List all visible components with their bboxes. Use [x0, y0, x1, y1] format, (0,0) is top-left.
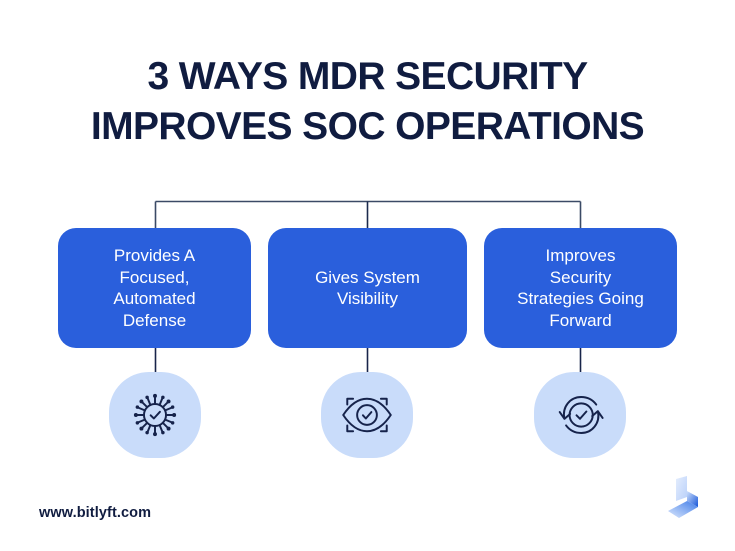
eye-scan-check-icon: [342, 397, 392, 433]
card-label: Provides A Focused, Automated Defense: [113, 246, 196, 330]
refresh-cycle-check-icon: [558, 396, 604, 434]
cards-row: Provides A Focused, Automated Defense Gi…: [0, 228, 735, 348]
card-provides-focused-automated-defense[interactable]: Provides A Focused, Automated Defense: [58, 228, 251, 348]
card-improves-security-strategies[interactable]: Improves Security Strategies Going Forwa…: [484, 228, 677, 348]
card-label: Gives System Visibility: [315, 267, 420, 309]
icon-badge-refresh-cycle-check: [534, 372, 626, 458]
card-label: Improves Security Strategies Going Forwa…: [517, 246, 644, 330]
icons-row: [0, 372, 735, 464]
circuit-check-icon: [133, 393, 177, 437]
bitlyft-logo: [663, 475, 709, 523]
icon-badge-eye-scan-check: [321, 372, 413, 458]
footer-website-url[interactable]: www.bitlyft.com: [39, 505, 152, 521]
title-line-1: 3 WAYS MDR SECURITY: [147, 55, 588, 98]
icon-badge-circuit-check: [109, 372, 201, 458]
page-title: 3 WAYS MDR SECURITY IMPROVES SOC OPERATI…: [0, 52, 735, 152]
title-line-2: IMPROVES SOC OPERATIONS: [90, 105, 645, 148]
card-gives-system-visibility[interactable]: Gives System Visibility: [268, 228, 467, 348]
bitlyft-logo-mark: [668, 476, 698, 518]
